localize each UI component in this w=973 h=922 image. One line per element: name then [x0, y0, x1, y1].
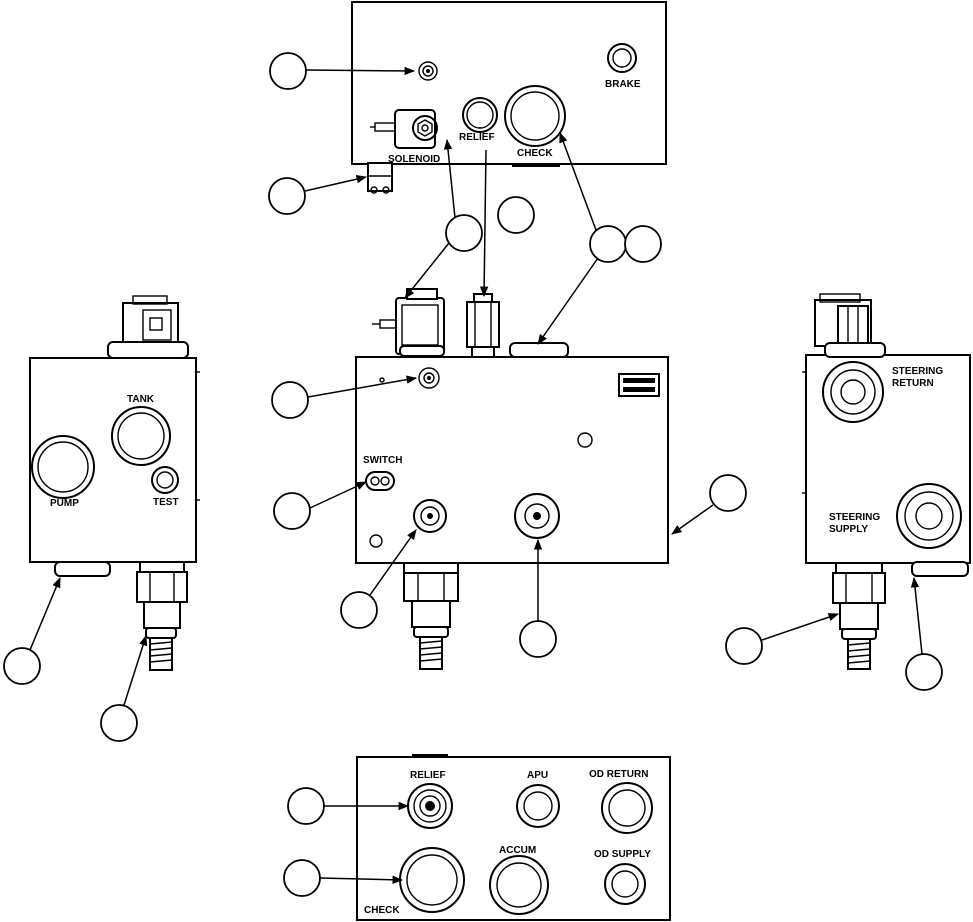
arrow-icon — [910, 576, 923, 655]
left-bottom-fitting — [136, 561, 188, 671]
callout-circle-icon — [725, 627, 763, 665]
top-view: BRAKE RELIEF CHECK SOLENOID — [351, 1, 667, 194]
right-solenoid — [814, 293, 886, 358]
callout-circle-icon — [340, 591, 378, 629]
arrow-icon — [304, 175, 368, 192]
arrow-icon — [761, 613, 839, 641]
left-bottom-plug — [54, 561, 111, 577]
center-view: SWITCH — [355, 288, 669, 670]
callout-circle-icon — [445, 214, 483, 252]
center-view-block — [355, 356, 669, 564]
center-lower-hole — [369, 534, 383, 548]
accum-label: ACCUM — [499, 845, 536, 856]
callout-circle-icon — [287, 787, 325, 825]
center-lower-left-port — [413, 499, 447, 533]
tank-label: TANK — [127, 394, 155, 405]
top-check-port — [504, 85, 566, 147]
center-solenoid — [372, 288, 445, 357]
arrow-icon — [404, 242, 450, 299]
tank-port — [111, 406, 171, 466]
arrow-icon — [307, 375, 418, 398]
steering-supply-label-2: SUPPLY — [829, 524, 868, 535]
top-small-port — [418, 61, 438, 81]
center-relief-cartridge — [466, 293, 500, 358]
apu-label: APU — [527, 770, 548, 781]
arrow-icon — [559, 132, 597, 231]
pump-label: PUMP — [50, 498, 79, 509]
center-dot — [379, 377, 385, 383]
bottom-view: RELIEF APU OD RETURN ACCUM OD SUPPLY — [356, 754, 671, 921]
center-lower-right-port — [514, 493, 560, 539]
callout-circle-icon — [624, 225, 662, 263]
od-supply-label: OD SUPPLY — [594, 849, 651, 860]
top-relief-port — [462, 97, 498, 133]
center-small-port — [418, 367, 440, 389]
test-port — [151, 466, 179, 494]
callout-circle-icon — [269, 52, 307, 90]
arrow-icon — [479, 149, 489, 298]
brake-label: BRAKE — [605, 79, 641, 90]
accum-port — [489, 855, 549, 915]
apu-port — [516, 784, 560, 828]
center-nameplate — [618, 373, 660, 397]
callout-circle-icon — [100, 704, 138, 742]
top-check-label: CHECK — [517, 148, 553, 159]
left-solenoid — [107, 295, 189, 359]
switch-port — [365, 471, 395, 491]
steering-return-label-1: STEERING — [892, 366, 943, 377]
od-return-port — [601, 782, 653, 834]
right-bottom-plug — [911, 561, 969, 577]
callout-circle-icon — [3, 647, 41, 685]
top-relief-label: RELIEF — [459, 132, 495, 143]
callout-circle-icon — [283, 859, 321, 897]
callout-circle-icon — [589, 225, 627, 263]
steering-return-port — [822, 361, 884, 423]
leader-arrows — [29, 66, 923, 884]
callouts — [3, 52, 943, 897]
steering-supply-label-1: STEERING — [829, 512, 880, 523]
od-return-label: OD RETURN — [589, 769, 648, 780]
brake-port — [607, 43, 637, 73]
callout-circle-icon — [271, 381, 309, 419]
arrow-icon — [537, 257, 599, 345]
center-bottom-fitting — [403, 562, 459, 670]
arrow-icon — [369, 529, 417, 596]
steering-supply-port — [896, 483, 962, 549]
left-view: TANK PUMP TEST — [29, 295, 200, 671]
arrow-icon — [671, 504, 714, 535]
callout-circle-icon — [905, 653, 943, 691]
center-hole — [577, 432, 593, 448]
right-view-block — [805, 354, 971, 564]
center-check-plug — [509, 342, 569, 358]
arrow-icon — [123, 634, 148, 706]
arrow-icon — [443, 138, 456, 219]
right-view: STEERING RETURN STEERING SUPPLY — [802, 293, 971, 670]
bottom-relief-label: RELIEF — [410, 770, 446, 781]
callout-circle-icon — [519, 620, 557, 658]
solenoid-label: SOLENOID — [388, 154, 440, 165]
pump-port — [31, 435, 95, 499]
switch-label: SWITCH — [363, 455, 402, 466]
arrow-icon — [309, 481, 367, 509]
bottom-relief-port — [407, 783, 453, 829]
test-label: TEST — [153, 497, 179, 508]
callout-circle-icon — [709, 474, 747, 512]
arrow-icon — [305, 66, 416, 76]
callout-circle-icon — [268, 177, 306, 215]
top-solenoid — [367, 109, 438, 194]
steering-return-label-2: RETURN — [892, 378, 934, 389]
od-supply-port — [604, 863, 646, 905]
left-view-block — [29, 357, 197, 563]
callout-circle-icon — [273, 492, 311, 530]
arrow-icon — [319, 875, 404, 884]
bottom-check-label: CHECK — [364, 905, 400, 916]
right-bottom-fitting — [832, 562, 886, 670]
arrow-icon — [29, 577, 61, 651]
callout-circle-icon — [497, 196, 535, 234]
